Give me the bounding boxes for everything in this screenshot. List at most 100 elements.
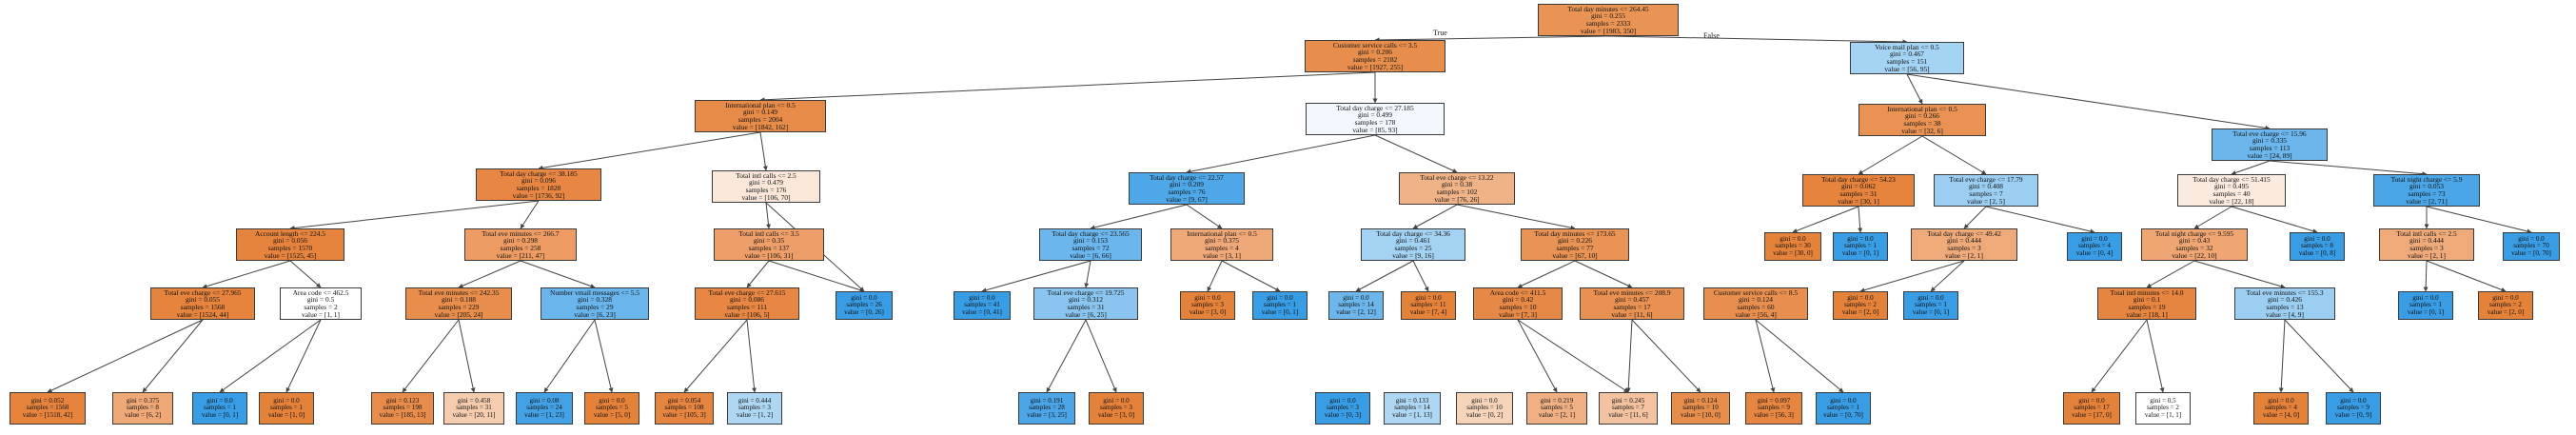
node-stat-text: value = [4, 9] [2266,309,2304,319]
node-split-text: gini = 0.0 [1267,294,1293,303]
node-split-text: Number vmail messages <= 5.5 [550,287,639,297]
node-stat-text: value = [3, 25] [1027,410,1067,419]
node-stat-text: value = [17, 0] [2072,410,2112,419]
node-split-text: gini = 0.054 [667,397,701,405]
node-split-text: gini = 0.0 [1415,294,1442,303]
node-stat-text: samples = 10 [1466,404,1503,412]
tree-edge [2423,260,2429,292]
node-split-text: gini = 0.08 [529,397,560,405]
tree-edge [289,200,540,230]
node-stat-text: samples = 17 [1613,303,1651,311]
node-split-text: International plan <= 0.5 [1187,228,1257,238]
tree-edge [1355,260,1414,292]
node-split-text: Customer service calls <= 8.5 [1713,287,1799,297]
node-split-text: Total eve minutes <= 155.3 [2246,287,2324,297]
tree-edge [1574,260,1633,288]
node-split-text: Total intl calls <= 3.5 [738,228,799,238]
tree-edge [289,260,322,288]
node-stat-text: value = [10, 0] [1681,410,1721,419]
node-split-text: gini = 0.458 [457,397,491,405]
tree-edge [2193,260,2286,289]
tree-edge [1412,260,1429,292]
node-stat-text: value = [1525, 45] [264,250,317,260]
node-stat-text: samples = 258 [500,244,541,252]
tree-edge [1963,206,1987,229]
node-stat-text: value = [5, 0] [593,410,631,419]
node-stat-text: samples = 108 [664,404,704,412]
node-stat-text: value = [56, 95] [1884,64,1930,73]
node-stat-text: value = [1927, 255] [1347,62,1404,71]
node-split-text: gini = 0.0 [206,397,233,405]
node-stat-text: value = [1, 1] [2144,410,2182,419]
node-stat-text: gini = 0.335 [2252,136,2287,146]
tree-edge [47,319,204,393]
node-stat-text: samples = 111 [726,303,768,311]
node-split-text: gini = 0.0 [2412,294,2439,303]
node-stat-text: samples = 1 [1264,301,1296,309]
tree-edge [1858,206,1863,233]
node-stat-text: gini = 0.1 [2133,295,2161,305]
node-stat-text: samples = 25 [1394,244,1432,252]
node-split-text: Total day charge <= 23.565 [1052,228,1130,238]
node-stat-text: samples = 2 [1844,301,1877,309]
tree-edge [1085,319,1117,393]
node-stat-text: samples = 2 [2147,404,2179,412]
node-stat-text: gini = 0.444 [1947,236,1981,246]
tree-edge [2193,206,2232,229]
node-stat-text: samples = 8 [127,404,159,412]
node-split-text: gini = 0.097 [1757,397,1791,405]
node-stat-text: samples = 1 [1827,404,1859,412]
node-stat-text: gini = 0.467 [1890,49,1924,59]
node-split-text: Total eve charge <= 27.615 [708,287,786,297]
tree-edge [2284,319,2354,393]
node-stat-text: samples = 24 [526,404,562,412]
node-stat-text: value = [11, 6] [1608,410,1648,419]
node-stat-text: value = [0, 70] [2511,248,2551,257]
node-stat-text: gini = 0.209 [1170,180,1204,189]
node-split-text: Voice mail plan <= 0.5 [1875,42,1939,51]
node-stat-text: value = [1524, 44] [176,309,229,319]
tree-edge [1046,319,1087,393]
node-stat-text: samples = 14 [1394,404,1430,412]
node-stat-text: gini = 0.43 [2178,236,2211,246]
tree-edge [1221,260,1281,292]
tree-edge [1792,206,1859,233]
node-stat-text: samples = 1570 [267,244,313,252]
node-split-text: gini = 0.191 [1030,397,1064,405]
node-stat-text: samples = 3 [2409,244,2444,252]
node-stat-text: samples = 3 [738,404,771,412]
tree-edge [759,131,768,171]
node-split-text: Total day minutes <= 173.65 [1534,228,1616,238]
node-split-text: gini = 0.0 [1780,235,1806,244]
node-stat-text: gini = 0.426 [2268,295,2302,305]
tree-edge [1374,134,1458,173]
node-stat-text: value = [2, 1] [1945,250,1983,260]
node-stat-text: samples = 38 [1903,119,1941,128]
node-stat-text: samples = 2 [2489,301,2522,309]
node-stat-text: value = [6, 25] [1065,309,1107,319]
node-stat-text: gini = 0.38 [1441,180,1473,189]
node-stat-text: value = [2, 12] [1336,307,1376,316]
node-stat-text: samples = 2004 [737,115,783,124]
node-split-text: gini = 0.219 [1540,397,1574,405]
node-stat-text: samples = 8 [2301,242,2333,250]
